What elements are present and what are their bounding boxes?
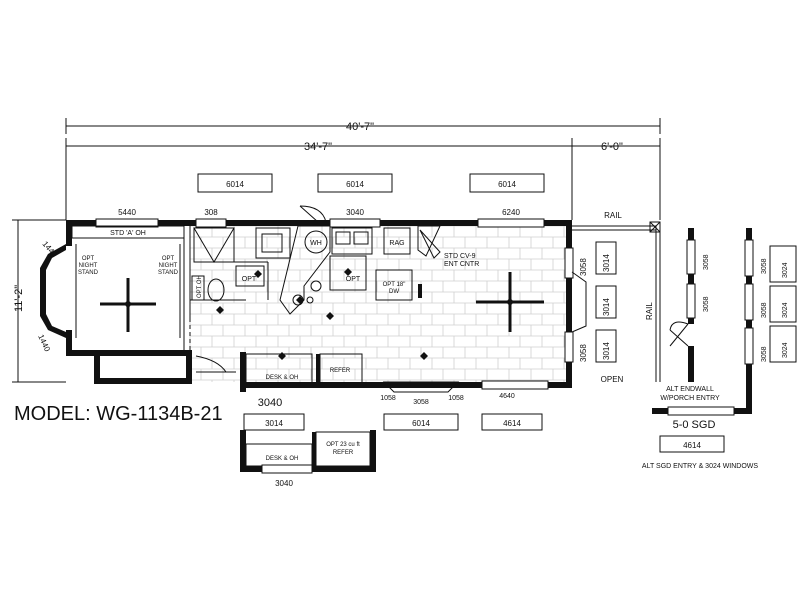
alt-sgd-box-label-1: 3024: [782, 262, 789, 278]
window-label-5440: 5440: [118, 208, 136, 217]
main-dimension: 34'-7": [304, 141, 332, 153]
window-box-bottom-label-2: 6014: [412, 419, 430, 428]
window-box-bottom-label-1: 3014: [265, 419, 283, 428]
alt-desk-refer-detail: [240, 430, 376, 474]
std-oh-label: STD 'A' OH: [110, 230, 146, 237]
alt-sgd-door-box-label: 4614: [683, 441, 701, 450]
alt-sgd-box-label-2: 3024: [782, 302, 789, 318]
alt-endwall-detail: [669, 228, 696, 382]
ceiling-fan-living-icon: [476, 272, 544, 332]
window-6240: [477, 218, 545, 228]
kitchen: [279, 205, 441, 315]
window-right-1: [564, 247, 574, 279]
window-box-bottom-3: [481, 413, 543, 431]
window-right-label-1: 3058: [579, 258, 588, 276]
rag-label: RAG: [389, 240, 404, 247]
porch-rail-side-label: RAIL: [645, 302, 654, 320]
window-5440: [95, 218, 159, 228]
opt-label: OPT: [242, 276, 257, 283]
porch-window-box-label-3: 3014: [602, 342, 611, 360]
window-label-308: 308: [204, 208, 218, 217]
alt-endwall-window-label-2: 3058: [703, 296, 710, 312]
window-left-label-1: 1440: [40, 240, 59, 260]
overall-dimension: 40'-7": [346, 121, 374, 133]
window-bottom-label-3040: 3040: [258, 397, 282, 409]
model-title: MODEL: WG-1134B-21: [14, 403, 223, 425]
alt-sgd-window-label-1: 3058: [761, 258, 768, 274]
window-box-top-label-2: 6014: [346, 180, 364, 189]
width-dimension: 11'-2": [13, 285, 25, 312]
porch-window-box-label-2: 3014: [602, 298, 611, 316]
alt-sgd-caption: ALT SGD ENTRY & 3024 WINDOWS: [642, 463, 759, 470]
opt-oh-label: OPT OH: [197, 275, 203, 298]
window-box-top-2: [317, 173, 393, 193]
window-box-top-label-1: 6014: [226, 180, 244, 189]
window-box-top-1: [197, 173, 273, 193]
alt-sgd-window-label-2: 3058: [761, 302, 768, 318]
window-label-3040: 3040: [346, 208, 364, 217]
window-308: [195, 218, 227, 228]
bathroom: [189, 226, 291, 352]
opt-kitchen-label: OPT: [346, 276, 361, 283]
window-bottom-label-4640: 4640: [499, 393, 515, 400]
alt-sgd-detail: [652, 228, 797, 453]
alt-endwall-window-label-1: 3058: [703, 254, 710, 270]
window-right-label-2: 3058: [579, 344, 588, 362]
porch-open-label: OPEN: [601, 375, 624, 384]
dimension-lines: [12, 118, 661, 383]
ceiling-fan-bedroom-icon: [100, 278, 156, 332]
alt-sgd-door-label: 5-0 SGD: [673, 419, 716, 431]
porch: [571, 221, 661, 382]
refer-label: REFER: [330, 368, 351, 374]
alt-sgd-box-label-3: 3024: [782, 342, 789, 358]
window-box-top-3: [469, 173, 545, 193]
alt-sgd-window-label-3: 3058: [761, 346, 768, 362]
desk-refer-area: [195, 353, 363, 387]
stove-burners-icon: [292, 280, 322, 306]
porch-rail-top-label: RAIL: [604, 211, 622, 220]
window-3040: [329, 218, 381, 228]
window-bottom-label-3058: 3058: [413, 399, 429, 406]
svg-text:OPT 18"DW: OPT 18"DW: [383, 282, 406, 295]
bedroom: [71, 225, 185, 350]
window-bottom-label-1058-b: 1058: [448, 395, 464, 402]
window-box-bottom-label-3: 4614: [503, 419, 521, 428]
desk-oh-label: DESK & OH: [266, 375, 299, 381]
wh-label: WH: [310, 240, 322, 247]
window-box-bottom-1: [243, 413, 305, 431]
window-box-top-label-3: 6014: [498, 180, 516, 189]
window-bottom-label-1058-a: 1058: [380, 395, 396, 402]
dw-label: OPT 18"DW: [383, 282, 406, 295]
alt-desk-oh-label: DESK & OH: [266, 456, 299, 462]
bottom-bay-window: [382, 380, 549, 393]
window-left-label-2: 1440: [36, 333, 52, 353]
window-box-bottom-2: [383, 413, 459, 431]
porch-window-box-label-1: 3014: [602, 254, 611, 272]
exterior-walls: [40, 220, 572, 392]
window-label-6240: 6240: [502, 208, 520, 217]
ceiling-lights: [216, 268, 428, 360]
porch-dimension: 6'-0": [601, 141, 623, 153]
window-right-2: [564, 331, 574, 363]
alt-bottom-3040-label: 3040: [275, 479, 293, 488]
